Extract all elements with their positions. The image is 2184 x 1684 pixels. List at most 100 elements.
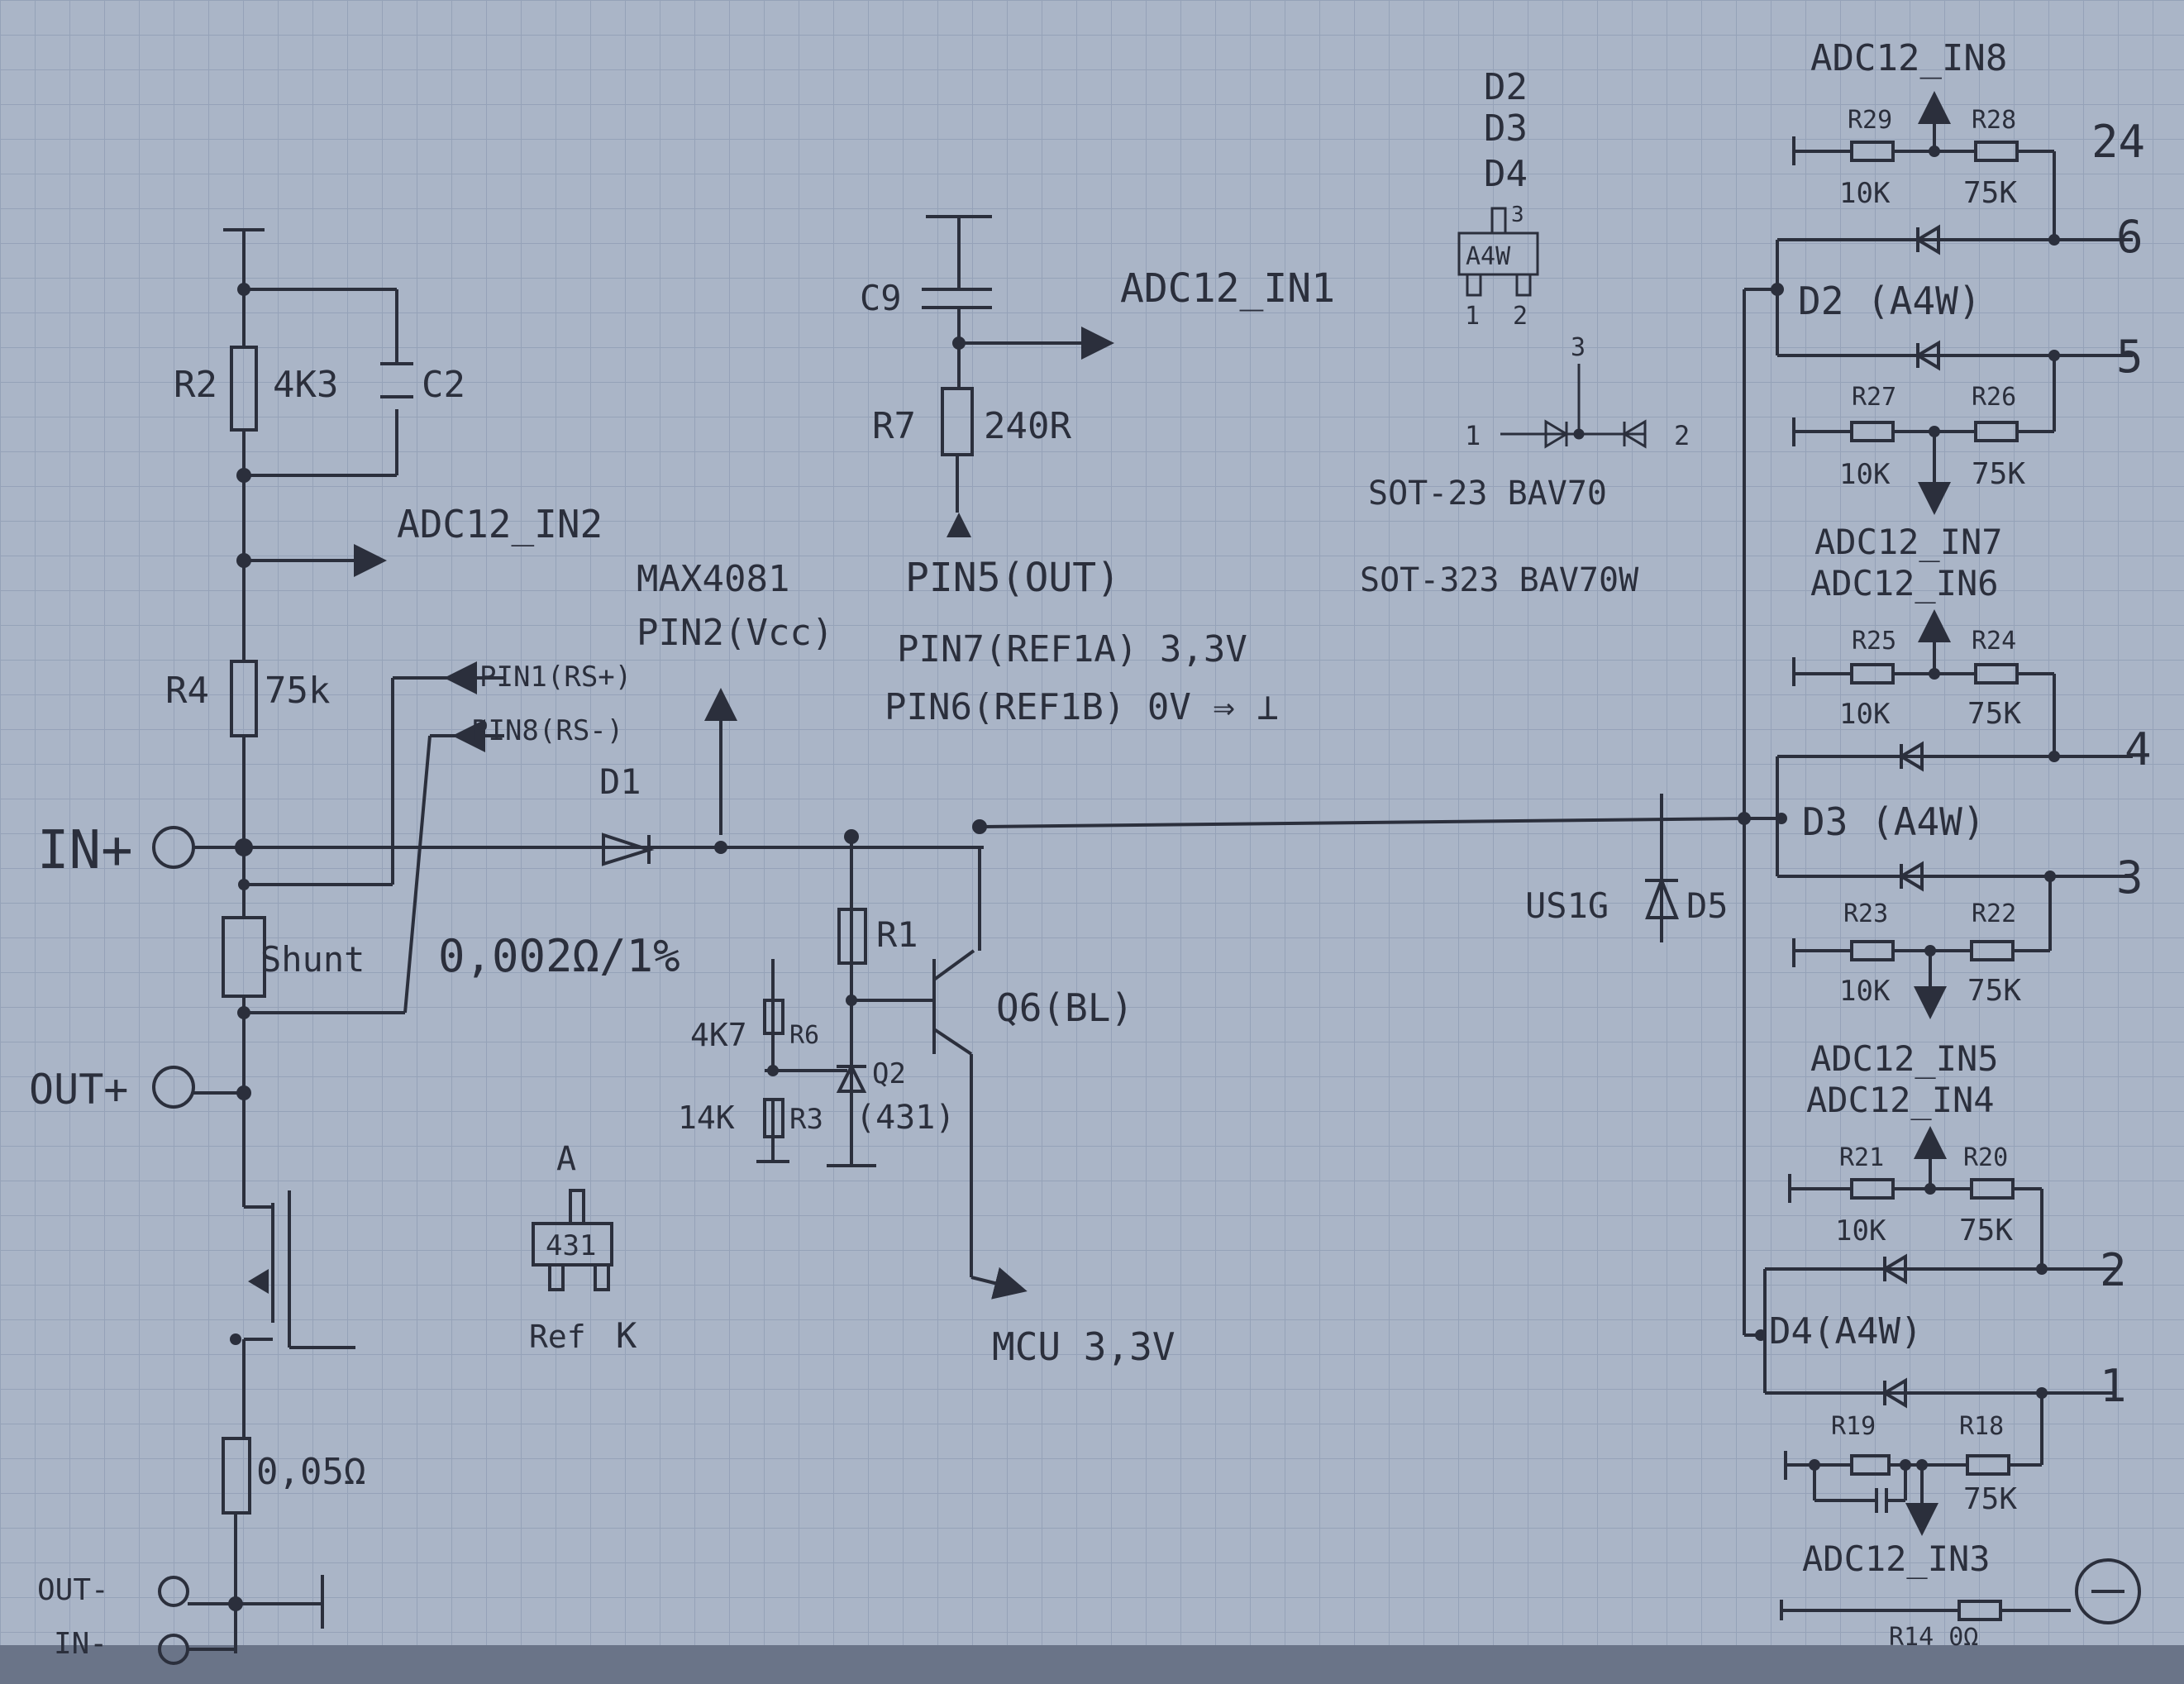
label-c9: C9 — [860, 278, 902, 318]
label-d4-info: D4 — [1484, 153, 1528, 195]
label-adc-in7: ADC12_IN7 — [1814, 522, 2003, 562]
label-in-plus: IN+ — [37, 820, 133, 881]
label-out-plus: OUT+ — [29, 1066, 128, 1114]
label-r25-value: 10K — [1839, 698, 1891, 731]
label-r25: R25 — [1852, 627, 1896, 656]
label-in-minus: IN- — [54, 1627, 107, 1661]
label-r7-value: 240R — [984, 405, 1071, 447]
label-r29-value: 10K — [1839, 177, 1891, 210]
label-r28-value: 75K — [1963, 176, 2017, 210]
arrows-middle — [959, 327, 1114, 1300]
label-d4-a4w: D4(A4W) — [1769, 1310, 1922, 1352]
label-r3: R3 — [789, 1103, 823, 1136]
label-r20: R20 — [1963, 1143, 2008, 1172]
label-pin8-rs-minus: PIN8(RS-) — [471, 714, 623, 747]
label-shunt-value: 0,002Ω/1% — [438, 930, 680, 982]
label-adc-in3: ADC12_IN3 — [1802, 1538, 1991, 1579]
label-pkg-431: 431 — [546, 1229, 596, 1262]
label-r6: R6 — [789, 1021, 819, 1050]
label-r1: R1 — [876, 914, 918, 955]
label-d1: D1 — [599, 761, 641, 802]
label-max4081: MAX4081 — [637, 558, 789, 600]
label-shunt: Shunt — [260, 939, 365, 980]
label-pin7: PIN7(REF1A) 3,3V — [897, 628, 1247, 670]
label-adc-in2: ADC12_IN2 — [397, 502, 603, 546]
label-r4-value: 75k — [265, 670, 330, 712]
label-node-6: 6 — [2116, 211, 2143, 263]
shadow-edge — [0, 1645, 2184, 1684]
label-r26-value: 75K — [1972, 457, 2025, 491]
label-r20-value: 75K — [1959, 1214, 2013, 1247]
label-pkg-k: K — [616, 1315, 637, 1356]
right-circuit — [983, 136, 2141, 1624]
label-d2-a4w: D2 (A4W) — [1798, 279, 1981, 323]
label-r27: R27 — [1852, 383, 1896, 412]
label-r27-value: 10K — [1839, 458, 1891, 491]
label-node-2: 2 — [2100, 1244, 2127, 1296]
label-mcu: MCU 3,3V — [992, 1324, 1175, 1369]
label-pin5-out: PIN5(OUT) — [905, 555, 1120, 601]
label-node-24: 24 — [2091, 116, 2145, 168]
label-out-minus: OUT- — [37, 1573, 109, 1607]
label-r6-value: 4K7 — [690, 1017, 747, 1053]
label-r7: R7 — [872, 405, 916, 447]
label-r-005: 0,05Ω — [256, 1451, 365, 1493]
label-adc-in4: ADC12_IN4 — [1806, 1080, 1995, 1120]
middle-junctions — [714, 336, 987, 1076]
label-q6: Q6(BL) — [996, 985, 1133, 1030]
label-pkg-ref: Ref — [529, 1319, 586, 1355]
label-pkg-a: A — [556, 1140, 576, 1178]
label-c2: C2 — [422, 364, 465, 406]
label-r2: R2 — [174, 364, 217, 406]
label-pin2-vcc: PIN2(Vcc) — [637, 612, 833, 654]
label-r23: R23 — [1843, 899, 1888, 928]
label-node-4: 4 — [2124, 723, 2152, 775]
arrows-right — [1905, 91, 1951, 1536]
label-r26: R26 — [1972, 383, 2016, 412]
label-d3-a4w: D3 (A4W) — [1802, 799, 1986, 844]
label-q2: Q2 — [872, 1057, 906, 1090]
label-us1g: US1G — [1525, 885, 1609, 926]
label-adc-in6: ADC12_IN6 — [1810, 563, 1999, 603]
label-pkg-pin3: 3 — [1511, 203, 1524, 227]
label-r29: R29 — [1848, 106, 1892, 135]
label-r18-value: 75K — [1963, 1482, 2017, 1516]
label-pin6: PIN6(REF1B) 0V ⇒ ⊥ — [885, 686, 1279, 728]
label-r22: R22 — [1972, 899, 2016, 928]
label-a4w-pkg: A4W — [1466, 242, 1511, 271]
label-pin1-rs-plus: PIN1(RS+) — [479, 661, 632, 694]
label-adc-in1: ADC12_IN1 — [1120, 265, 1335, 312]
label-r24: R24 — [1972, 627, 2016, 656]
label-d3-info: D3 — [1484, 107, 1528, 150]
label-d2-info: D2 — [1484, 66, 1528, 108]
label-r22-value: 75K — [1967, 974, 2021, 1008]
label-pkg-pin2: 2 — [1513, 302, 1528, 331]
label-node-1: 1 — [2100, 1360, 2127, 1412]
label-sot23: SOT-23 BAV70 — [1368, 475, 1607, 513]
label-r21: R21 — [1839, 1143, 1884, 1172]
label-r3-value: 14K — [678, 1100, 735, 1136]
label-q2-part: (431) — [856, 1099, 955, 1137]
label-r18: R18 — [1959, 1412, 2004, 1441]
left-junctions — [228, 283, 269, 1611]
label-adc-in5: ADC12_IN5 — [1810, 1038, 1999, 1079]
label-node-3: 3 — [2116, 852, 2143, 904]
arrows-left — [244, 544, 737, 835]
label-bav-pin1: 1 — [1465, 420, 1481, 451]
label-d5: D5 — [1686, 885, 1729, 926]
label-r21-value: 10K — [1835, 1214, 1886, 1247]
label-bav-pin3: 3 — [1571, 333, 1586, 362]
label-r24-value: 75K — [1967, 697, 2021, 731]
label-r2-value: 4K3 — [273, 364, 338, 406]
label-r19: R19 — [1831, 1412, 1876, 1441]
label-r28: R28 — [1972, 106, 2016, 135]
label-r14: R14 0Ω — [1889, 1623, 1978, 1652]
label-pkg-pin1: 1 — [1465, 302, 1480, 331]
label-node-5: 5 — [2116, 331, 2143, 383]
label-bav-pin2: 2 — [1674, 420, 1690, 451]
label-sot323: SOT-323 BAV70W — [1360, 561, 1639, 599]
label-adc-in8: ADC12_IN8 — [1810, 37, 2007, 79]
label-r4: R4 — [165, 670, 209, 712]
